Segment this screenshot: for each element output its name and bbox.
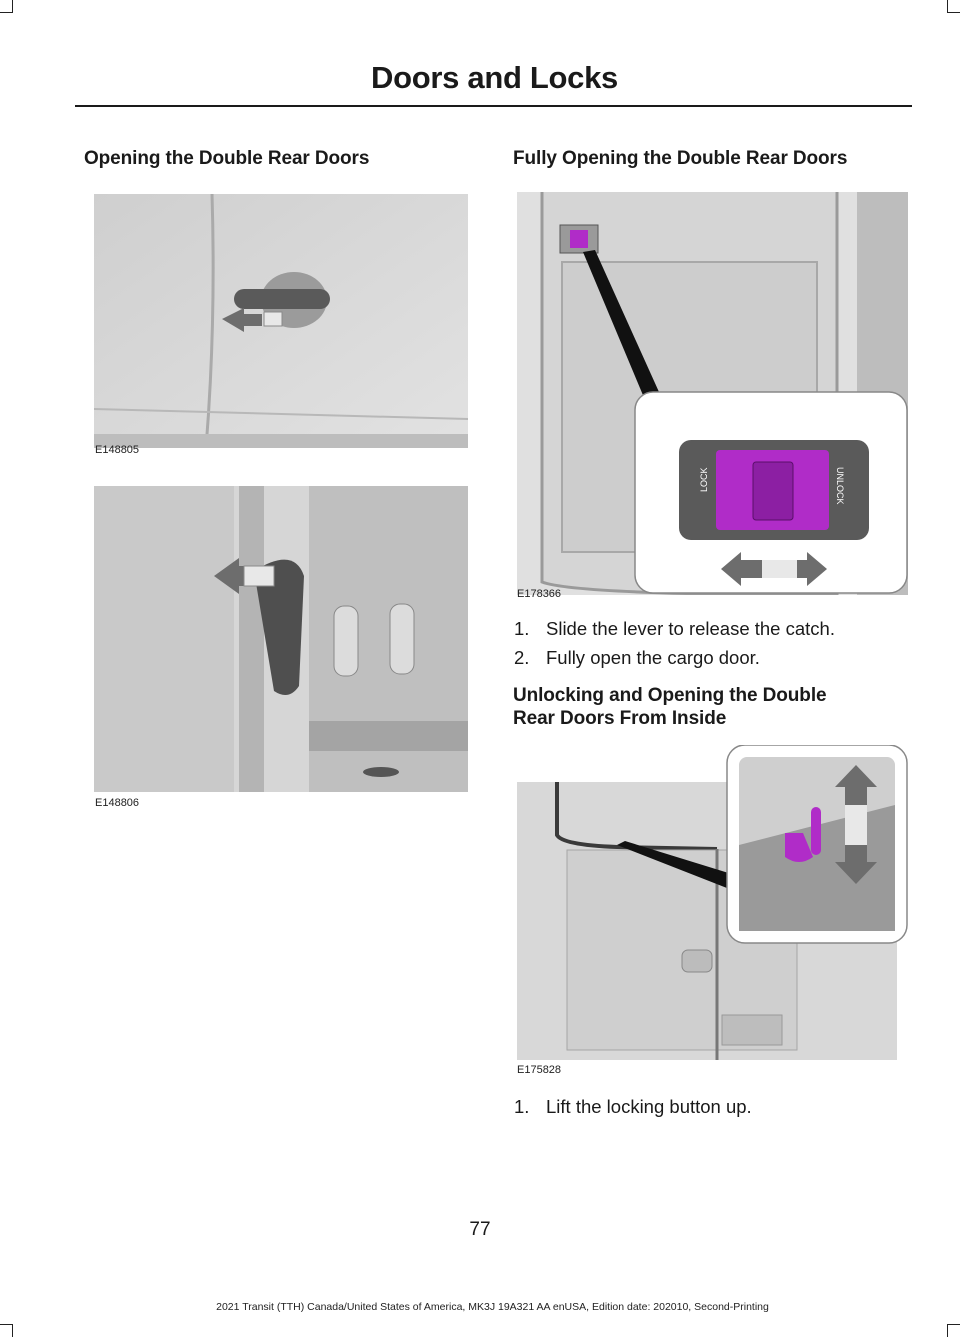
figure-lock-button	[517, 745, 908, 1060]
step-text: Slide the lever to release the catch.	[546, 618, 835, 639]
crop-mark	[0, 0, 13, 13]
step-number: 2.	[514, 647, 530, 668]
lock-button-illustration	[517, 745, 908, 1060]
section-heading-unlocking: Unlocking and Opening the Double	[513, 685, 827, 706]
page-number: 77	[469, 1219, 491, 1240]
crop-mark	[0, 1324, 13, 1337]
list-item: 1. Slide the lever to release the catch.	[514, 618, 835, 640]
figure-label: E175828	[517, 1064, 562, 1076]
crop-mark	[947, 1324, 960, 1337]
section-heading-unlocking-line2: Rear Doors From Inside	[513, 708, 727, 729]
lever-illustration: LOCK UNLOCK	[517, 192, 908, 595]
figure-label: E148805	[95, 444, 140, 456]
list-item: 1. Lift the locking button up.	[514, 1096, 752, 1118]
footer-text: 2021 Transit (TTH) Canada/United States …	[216, 1301, 769, 1313]
step-text: Lift the locking button up.	[546, 1096, 752, 1117]
lock-text: LOCK	[699, 467, 709, 492]
page-title: Doors and Locks	[371, 60, 618, 95]
header-rule	[75, 105, 912, 107]
figure-inside-handle	[94, 486, 468, 792]
unlock-text: UNLOCK	[835, 467, 845, 505]
figure-label: E148806	[95, 797, 140, 809]
figure-outside-handle	[94, 194, 468, 448]
door-handle-illustration	[94, 194, 468, 448]
step-number: 1.	[514, 618, 530, 639]
figure-lever: LOCK UNLOCK	[517, 192, 908, 595]
figure-label: E178366	[517, 588, 562, 600]
crop-mark	[947, 0, 960, 13]
step-number: 1.	[514, 1096, 530, 1117]
list-item: 2. Fully open the cargo door.	[514, 647, 760, 669]
step-text: Fully open the cargo door.	[546, 647, 760, 668]
inside-handle-illustration	[94, 486, 468, 792]
section-heading-fully-opening: Fully Opening the Double Rear Doors	[513, 148, 848, 169]
section-heading-opening: Opening the Double Rear Doors	[84, 148, 370, 169]
